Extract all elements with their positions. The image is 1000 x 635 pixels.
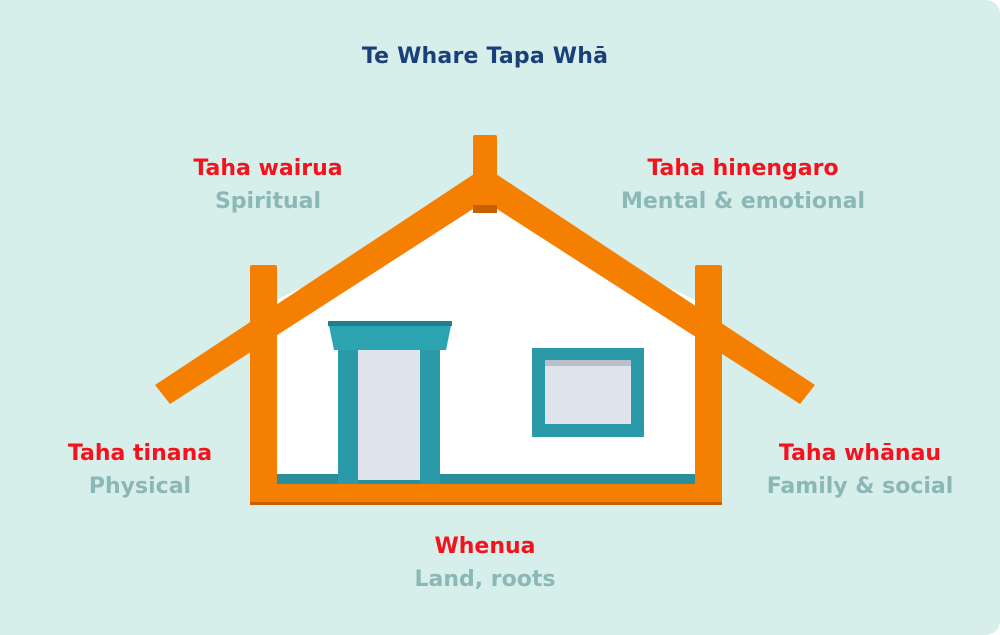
- label-maori: Taha whānau: [778, 441, 942, 466]
- door: [328, 321, 452, 484]
- label-whenua: Whenua Land, roots: [385, 530, 585, 596]
- diagram-title: Te Whare Tapa Whā: [361, 44, 609, 69]
- right-post: [695, 265, 722, 505]
- label-english: Family & social: [766, 474, 954, 499]
- floor-beam: [250, 484, 722, 505]
- ridge-post: [473, 135, 497, 213]
- label-maori: Taha tinana: [67, 441, 213, 466]
- label-tinana: Taha tinana Physical: [40, 437, 240, 503]
- right-rafter: [483, 172, 815, 404]
- left-post: [250, 265, 277, 505]
- label-wairua: Taha wairua Spiritual: [168, 152, 368, 218]
- label-english: Spiritual: [214, 189, 322, 214]
- left-rafter: [155, 172, 487, 404]
- label-hinengaro: Taha hinengaro Mental & emotional: [593, 152, 893, 218]
- label-maori: Taha hinengaro: [647, 156, 839, 181]
- label-maori: Whenua: [434, 534, 536, 559]
- label-english: Land, roots: [414, 567, 556, 592]
- label-english: Physical: [88, 474, 192, 499]
- window: [532, 348, 644, 437]
- label-english: Mental & emotional: [620, 189, 866, 214]
- label-maori: Taha wairua: [193, 156, 343, 181]
- label-whanau: Taha whānau Family & social: [735, 437, 985, 503]
- roof: [155, 172, 815, 404]
